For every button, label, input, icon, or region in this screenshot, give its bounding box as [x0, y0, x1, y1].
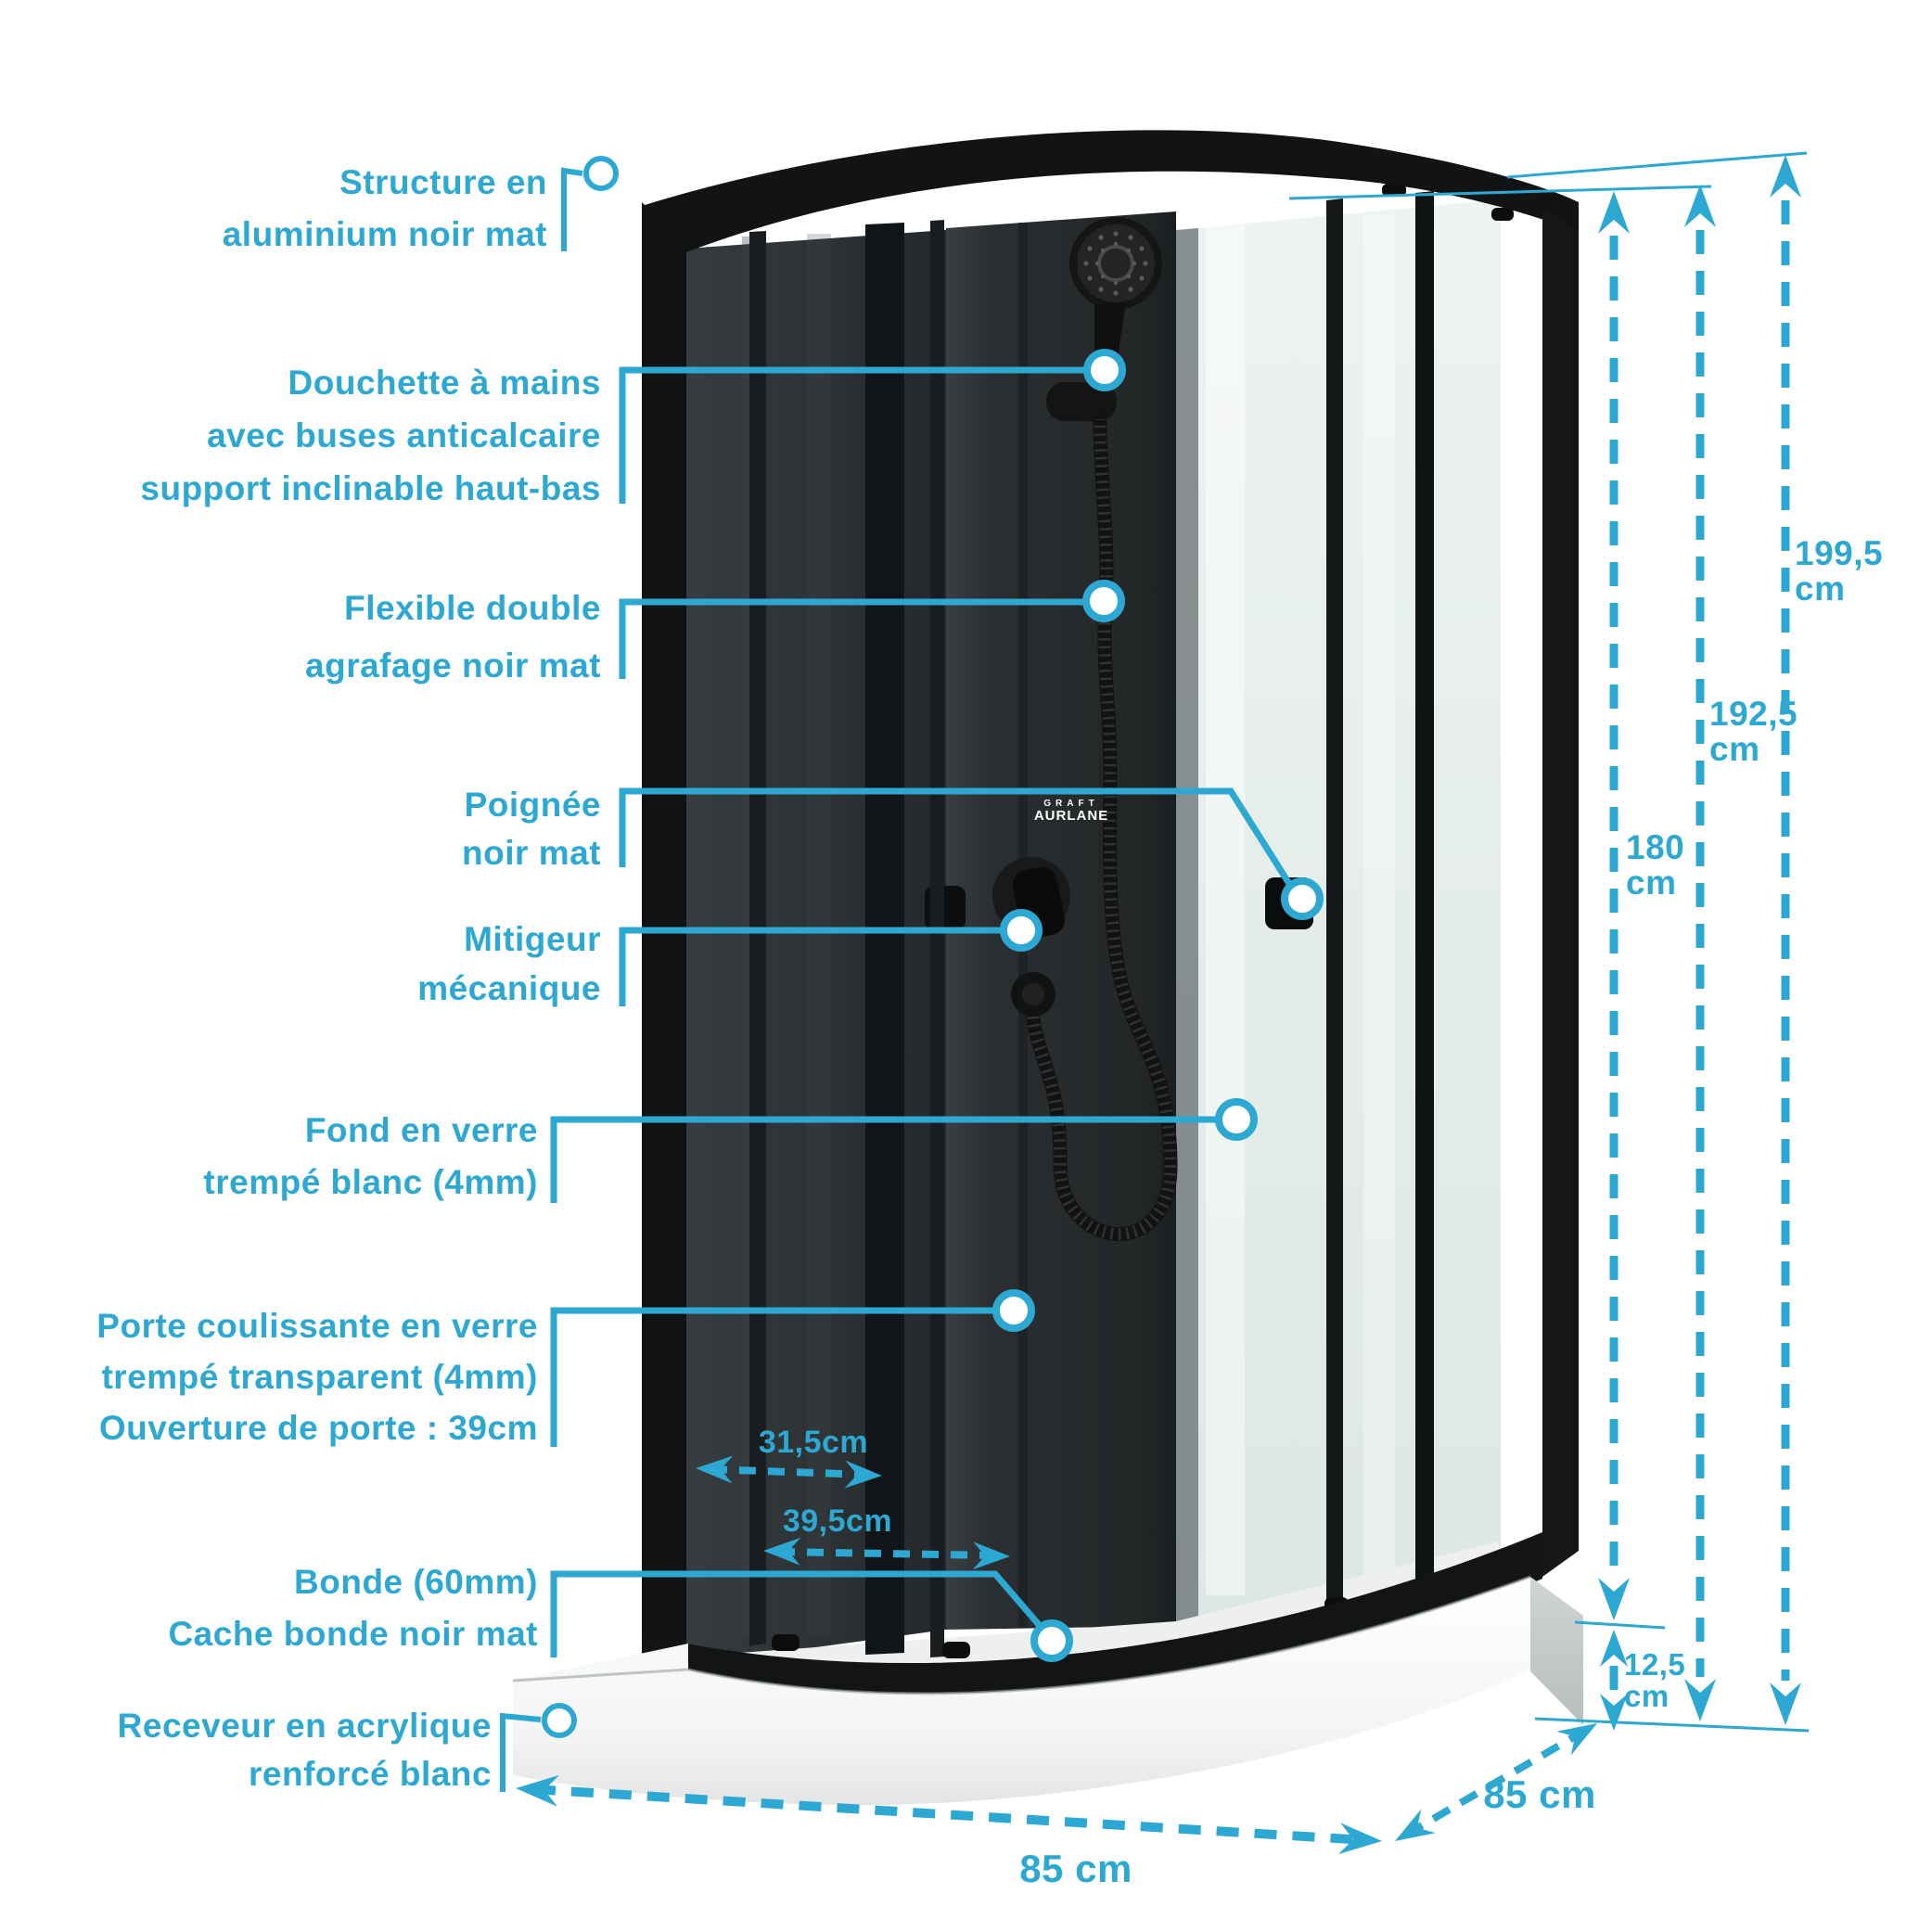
door-roller [1491, 208, 1514, 221]
frame-left-post [642, 202, 686, 1685]
connector-tray [500, 1712, 542, 1792]
marker-mixer [1000, 909, 1043, 952]
connector-handshower [619, 366, 1085, 504]
door-stopper [942, 1642, 970, 1658]
marker-structure [583, 156, 619, 191]
connector-mixer [619, 927, 1002, 1006]
marker-hose [1082, 580, 1125, 622]
dim-tray-height: 12,5 cm [1624, 1647, 1686, 1713]
brand-name: AURLANE [1033, 808, 1109, 824]
tray-edge-line [512, 1575, 1531, 1695]
dimension-lines [1609, 200, 1790, 1699]
width-front-arrow-line [532, 1785, 1366, 1845]
dim-height-door: 180 cm [1626, 828, 1685, 902]
footprint-arrowheads [516, 1455, 1597, 1855]
connector-drain [550, 1570, 1043, 1657]
wall-sheen [807, 234, 831, 1636]
marker-tray [542, 1703, 577, 1738]
brand-logo: GRAFT AURLANE [1033, 799, 1109, 824]
dim-height-total: 199,5 cm [1795, 534, 1884, 608]
connector-hose [619, 598, 1084, 679]
dim-height-glass: 192,5 cm [1709, 695, 1798, 768]
dim-door-opening: 39,5cm [782, 1503, 893, 1539]
door-stopper [772, 1634, 800, 1651]
cabin-body [512, 130, 1583, 1805]
callout-mixer: Mitigeur mécanique [417, 920, 601, 1007]
glass-sheen [1363, 215, 1395, 1579]
footprint-arrows [532, 1465, 1591, 1845]
callout-door: Porte coulissante en verre trempé transp… [96, 1307, 538, 1447]
hand-shower-icon [1046, 217, 1162, 421]
dim-depth-side: 85 cm [1483, 1772, 1596, 1816]
door-mullions [749, 191, 1434, 1657]
callout-back-glass: Fond en verre trempé blanc (4mm) [203, 1111, 538, 1201]
brand-series: GRAFT [1043, 799, 1099, 809]
door-offset-arrow-line [710, 1465, 869, 1478]
dim-door-panel-offset: 31,5cm [758, 1425, 869, 1460]
dim-width-front: 85 cm [1019, 1847, 1132, 1890]
connector-door [550, 1307, 994, 1447]
connector-backglass [550, 1116, 1217, 1203]
dimension-arrowheads [1598, 155, 1801, 1731]
marker-backglass [1215, 1098, 1258, 1141]
callout-handshower: Douchette à mains avec buses anticalcair… [140, 364, 601, 507]
reference-lines [1288, 151, 1810, 1733]
connector-structure [561, 167, 583, 251]
frame-top-band [642, 130, 1579, 252]
callout-drain: Bonde (60mm) Cache bonde noir mat [168, 1563, 538, 1653]
marker-door [992, 1289, 1035, 1332]
marker-handshower [1083, 349, 1126, 391]
shower-hose-braid [1027, 418, 1177, 1240]
callout-structure: Structure en aluminium noir mat [222, 163, 547, 253]
depth-side-arrow-line [1403, 1725, 1591, 1838]
frame-bottom-rail [642, 1532, 1542, 1717]
tray-right-skirt [1530, 1577, 1583, 1725]
connector-handle [619, 787, 1294, 889]
frame-right-post [1542, 210, 1579, 1577]
callout-hose: Flexible double agrafage noir mat [305, 589, 601, 685]
callout-handle: Poignée noir mat [462, 786, 601, 872]
callout-markers [542, 156, 1324, 1738]
door-roller [1382, 184, 1406, 197]
marker-handle [1281, 877, 1324, 920]
corner-edge [1176, 228, 1198, 1626]
hose-outlet-knob [1011, 972, 1056, 1017]
marker-drain [1030, 1619, 1073, 1662]
glass-sheen [1206, 223, 1245, 1595]
door-opening-arrow-line [777, 1548, 995, 1559]
callout-connectors [500, 167, 1294, 1792]
callout-tray: Receveur en acrylique renforcé blanc [117, 1707, 492, 1793]
